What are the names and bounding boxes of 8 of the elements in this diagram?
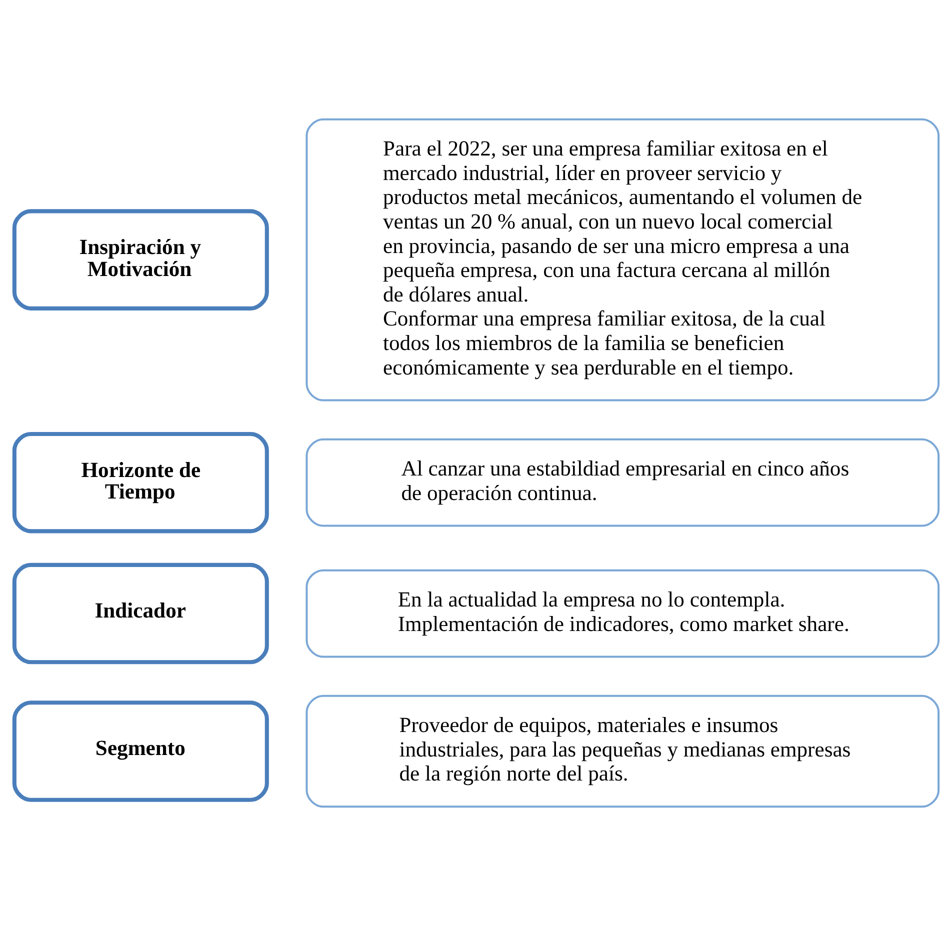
node-box: Proveedor de equipos, materiales e insumos industriales, para las pequeñas y medianas empresas de la región norte del país. <box>305 694 940 808</box>
node-box: En la actualidad la empresa no lo contempla. Implementación de indicadores, como market share. <box>305 568 940 658</box>
node-box: Para el 2022, ser una empresa familiar exitosa en el mercado industrial, líder en proveer servicio y productos metal mecánicos, aumentando el volumen de ventas un 20 % anual, con un nuevo local comercial en provincia, pasando de ser una micro empresa a una pequeña empresa, con una factura cercana al millón de dólares anual. Conformar una empresa familiar exitosa, de la cual todos los miembros de la familia se beneficien económicamente y sea perdurable en el tiempo. <box>305 118 940 401</box>
node-box: Inspiración y Motivación <box>12 208 268 310</box>
node-box: Segmento <box>12 700 268 802</box>
node-box: Horizonte de Tiempo <box>12 431 268 533</box>
node-box: Indicador <box>12 562 268 664</box>
node-box: Al canzar una estabildiad empresarial en cinco años de operación continua. <box>305 438 940 526</box>
